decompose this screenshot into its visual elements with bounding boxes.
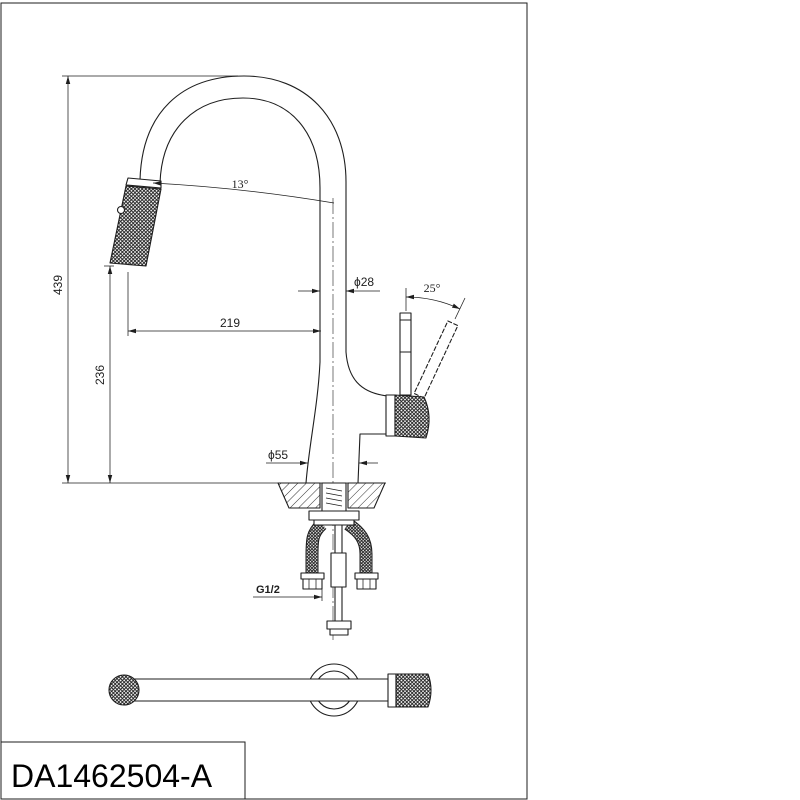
drawing-frame bbox=[0, 2, 528, 800]
top-view-handle-collar bbox=[387, 673, 397, 708]
thread-callout: G1/2 bbox=[253, 584, 323, 601]
lever-upright bbox=[399, 312, 412, 396]
rod-bottom-cap bbox=[329, 628, 349, 636]
spray-mode-button bbox=[116, 205, 126, 215]
left-connector-nut bbox=[302, 578, 323, 590]
spray-head-collar bbox=[125, 177, 162, 189]
lever-angle-arc bbox=[405, 294, 461, 310]
total-height-dimension: 439 bbox=[51, 75, 238, 483]
lever-tilted-outline bbox=[413, 320, 459, 399]
countertop-left-block bbox=[277, 482, 321, 509]
neck-diameter-dimension: ϕ28 bbox=[298, 275, 380, 294]
reach-label: 219 bbox=[220, 316, 240, 330]
outlet-height-dimension: 236 bbox=[93, 265, 114, 483]
mounting-nut bbox=[308, 510, 360, 521]
right-connector-flange bbox=[354, 572, 379, 580]
base-diameter-dimension: ϕ55 bbox=[266, 448, 378, 466]
handle-collar bbox=[385, 394, 396, 437]
left-hose-braid bbox=[306, 520, 326, 573]
left-connector-flange bbox=[300, 572, 325, 580]
total-height-label: 439 bbox=[51, 275, 65, 295]
rod-bottom-nut bbox=[326, 620, 352, 630]
right-hose-braid bbox=[344, 519, 372, 573]
spout-inner-edge bbox=[159, 97, 321, 484]
mounting-shank bbox=[321, 482, 347, 513]
body-right-edge bbox=[357, 433, 389, 484]
faucet-top-view bbox=[108, 663, 432, 717]
lever-angle-dimension: 25° bbox=[405, 281, 466, 320]
countertop-section bbox=[277, 482, 386, 513]
top-view-handle-knurl bbox=[395, 673, 432, 708]
top-view-spout-body bbox=[130, 679, 390, 701]
spray-head-knurled-body bbox=[109, 185, 162, 267]
lever-angle-label: 25° bbox=[424, 281, 441, 295]
top-view-spray-head bbox=[108, 674, 140, 706]
base-diameter-label: ϕ55 bbox=[268, 448, 288, 462]
neck-diameter-label: ϕ28 bbox=[354, 275, 374, 289]
handle-knurled-body bbox=[394, 394, 430, 439]
hose-connectors bbox=[300, 572, 379, 590]
mounting-hardware bbox=[308, 510, 360, 636]
outlet-height-label: 236 bbox=[93, 365, 107, 385]
spray-head bbox=[109, 177, 162, 267]
lever-angle-extension-tilted bbox=[454, 297, 466, 320]
spray-angle-dimension: 13° bbox=[152, 177, 335, 204]
countertop-right-block bbox=[347, 482, 386, 509]
mounting-rod-sleeve bbox=[330, 552, 347, 588]
spray-angle-label: 13° bbox=[232, 177, 249, 191]
thread-label: G1/2 bbox=[256, 584, 280, 596]
left-connector-faces bbox=[308, 579, 317, 589]
model-code: DA1462504-A bbox=[11, 758, 213, 794]
supply-hoses bbox=[305, 518, 373, 573]
spray-angle-arc bbox=[152, 181, 335, 204]
right-connector-nut bbox=[356, 578, 377, 590]
right-connector-faces bbox=[362, 579, 371, 589]
title-block bbox=[0, 741, 246, 800]
shank-thread-lines bbox=[325, 487, 343, 507]
mixer-handle bbox=[385, 312, 459, 439]
reach-dimension: 219 bbox=[127, 272, 321, 336]
faucet-side-view bbox=[109, 75, 459, 484]
spout-outer-edge bbox=[139, 75, 389, 397]
mounting-washer bbox=[313, 519, 355, 526]
